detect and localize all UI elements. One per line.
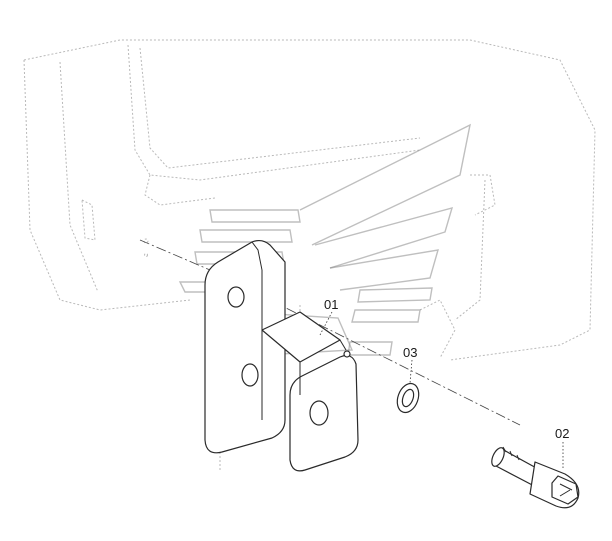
washer-part [396, 382, 420, 414]
leader-03 [409, 359, 413, 384]
bolt-part [491, 446, 580, 509]
callout-01: 01 [324, 297, 338, 312]
callout-03: 03 [403, 345, 417, 360]
bracket-part [204, 239, 359, 472]
leader-01 [319, 311, 333, 336]
callout-02: 02 [555, 426, 569, 441]
